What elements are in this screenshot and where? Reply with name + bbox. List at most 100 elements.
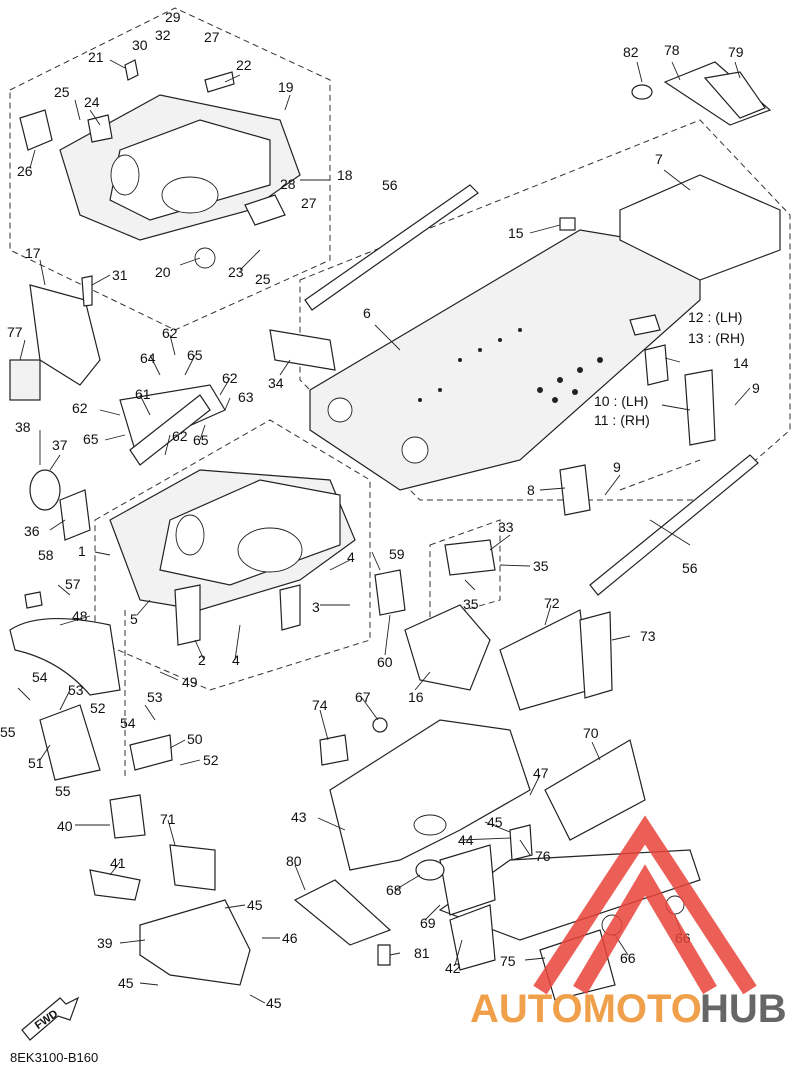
callout-4-bottom: 4 bbox=[232, 652, 240, 668]
left-side-parts bbox=[9, 275, 173, 839]
callout-52-right: 52 bbox=[203, 752, 219, 768]
rear-frame-assembly bbox=[19, 59, 301, 269]
lower-left-parts bbox=[89, 844, 251, 986]
callout-75: 75 bbox=[500, 953, 516, 969]
slide-rails bbox=[304, 184, 759, 596]
callout-68: 68 bbox=[386, 882, 402, 898]
callout-52-left: 52 bbox=[90, 700, 106, 716]
callout-26: 26 bbox=[17, 163, 33, 179]
callout-14: 14 bbox=[733, 355, 749, 371]
callout-24: 24 bbox=[84, 94, 100, 110]
callout-18: 18 bbox=[337, 167, 353, 183]
callout-71: 71 bbox=[160, 811, 176, 827]
callout-22: 22 bbox=[236, 57, 252, 73]
callout-7: 7 bbox=[655, 151, 663, 167]
callout-46: 46 bbox=[282, 930, 298, 946]
callout-29: 29 bbox=[165, 9, 181, 25]
callout-34: 34 bbox=[268, 375, 284, 391]
callout-80: 80 bbox=[286, 853, 302, 869]
watermark-inner-triangle-icon bbox=[573, 864, 717, 995]
callout-35-left: 35 bbox=[463, 596, 479, 612]
watermark-text-secondary: HUB bbox=[700, 987, 787, 1031]
callout-69: 69 bbox=[420, 915, 436, 931]
forward-direction-icon: FWD bbox=[21, 996, 80, 1041]
callout-77: 77 bbox=[7, 324, 23, 340]
callout-50: 50 bbox=[187, 731, 203, 747]
side-brackets bbox=[559, 314, 716, 516]
callout-55-right: 55 bbox=[55, 783, 71, 799]
diagram-reference-code: 8EK3100-B160 bbox=[10, 1050, 98, 1065]
callout-33: 33 bbox=[498, 519, 514, 535]
callout-38: 38 bbox=[15, 419, 31, 435]
callout-78: 78 bbox=[664, 42, 680, 58]
callout-64: 64 bbox=[140, 350, 156, 366]
callout-74: 74 bbox=[312, 697, 328, 713]
callout-13: 13 : (RH) bbox=[688, 330, 745, 346]
callout-12-13: 12 : (LH) bbox=[688, 309, 742, 325]
callout-63: 63 bbox=[238, 389, 254, 405]
callout-45-lower-left: 45 bbox=[118, 975, 134, 991]
callout-56-top: 56 bbox=[382, 177, 398, 193]
automotohub-watermark: AUTOMOTO HUB bbox=[470, 815, 787, 1031]
callout-42: 42 bbox=[445, 960, 461, 976]
callout-2: 2 bbox=[198, 652, 206, 668]
callout-4-right: 4 bbox=[347, 549, 355, 565]
top-pad-parts bbox=[631, 61, 772, 126]
callout-54-right: 54 bbox=[120, 715, 136, 731]
front-frame-assembly bbox=[109, 384, 356, 646]
callout-43: 43 bbox=[291, 809, 307, 825]
callout-58: 58 bbox=[38, 547, 54, 563]
callout-11: 11 : (RH) bbox=[594, 412, 650, 428]
lower-right-parts bbox=[415, 609, 701, 1001]
callout-59: 59 bbox=[389, 546, 405, 562]
callout-65-b: 65 bbox=[83, 431, 99, 447]
callout-81: 81 bbox=[414, 945, 430, 961]
callout-21: 21 bbox=[88, 49, 104, 65]
callout-62-c: 62 bbox=[72, 400, 88, 416]
callout-79: 79 bbox=[728, 44, 744, 60]
callout-82: 82 bbox=[623, 44, 639, 60]
callout-51: 51 bbox=[28, 755, 44, 771]
callout-25-bottom: 25 bbox=[255, 271, 271, 287]
callout-70: 70 bbox=[583, 725, 599, 741]
callout-72: 72 bbox=[544, 595, 560, 611]
callout-labels: 82 78 79 7 15 56 6 12 : (LH) 13 : (RH) 1… bbox=[0, 9, 760, 1011]
callout-23: 23 bbox=[228, 264, 244, 280]
callout-45-lower-right: 45 bbox=[247, 897, 263, 913]
callout-10: 10 : (LH) bbox=[594, 393, 648, 409]
callout-67: 67 bbox=[355, 689, 371, 705]
callout-40: 40 bbox=[57, 818, 73, 834]
callout-48: 48 bbox=[72, 608, 88, 624]
callout-62-b: 62 bbox=[222, 370, 238, 386]
callout-65-a: 65 bbox=[187, 347, 203, 363]
lower-middle-parts bbox=[293, 717, 533, 966]
callout-32: 32 bbox=[155, 27, 171, 43]
callout-30: 30 bbox=[132, 37, 148, 53]
watermark-text-primary: AUTOMOTO bbox=[470, 987, 702, 1031]
callout-65-c: 65 bbox=[193, 432, 209, 448]
callout-56-bottom: 56 bbox=[682, 560, 698, 576]
callout-27-top: 27 bbox=[204, 29, 220, 45]
callout-36: 36 bbox=[24, 523, 40, 539]
callout-57: 57 bbox=[65, 576, 81, 592]
callout-66-left: 66 bbox=[620, 950, 636, 966]
callout-28: 28 bbox=[280, 176, 296, 192]
callout-17: 17 bbox=[25, 245, 41, 261]
callout-45-mid: 45 bbox=[487, 814, 503, 830]
callout-35-right: 35 bbox=[533, 558, 549, 574]
callout-60: 60 bbox=[377, 654, 393, 670]
callout-8: 8 bbox=[527, 482, 535, 498]
watermark-triangle-icon bbox=[533, 815, 757, 995]
callout-9-lower: 9 bbox=[613, 459, 621, 475]
callout-19: 19 bbox=[278, 79, 294, 95]
callout-49: 49 bbox=[182, 674, 198, 690]
callout-3: 3 bbox=[312, 599, 320, 615]
callout-31: 31 bbox=[112, 267, 128, 283]
callout-16: 16 bbox=[408, 689, 424, 705]
callout-53-right: 53 bbox=[147, 689, 163, 705]
callout-15: 15 bbox=[508, 225, 524, 241]
callout-55-left: 55 bbox=[0, 724, 16, 740]
callout-62-d: 62 bbox=[172, 428, 188, 444]
middle-parts bbox=[129, 329, 496, 691]
